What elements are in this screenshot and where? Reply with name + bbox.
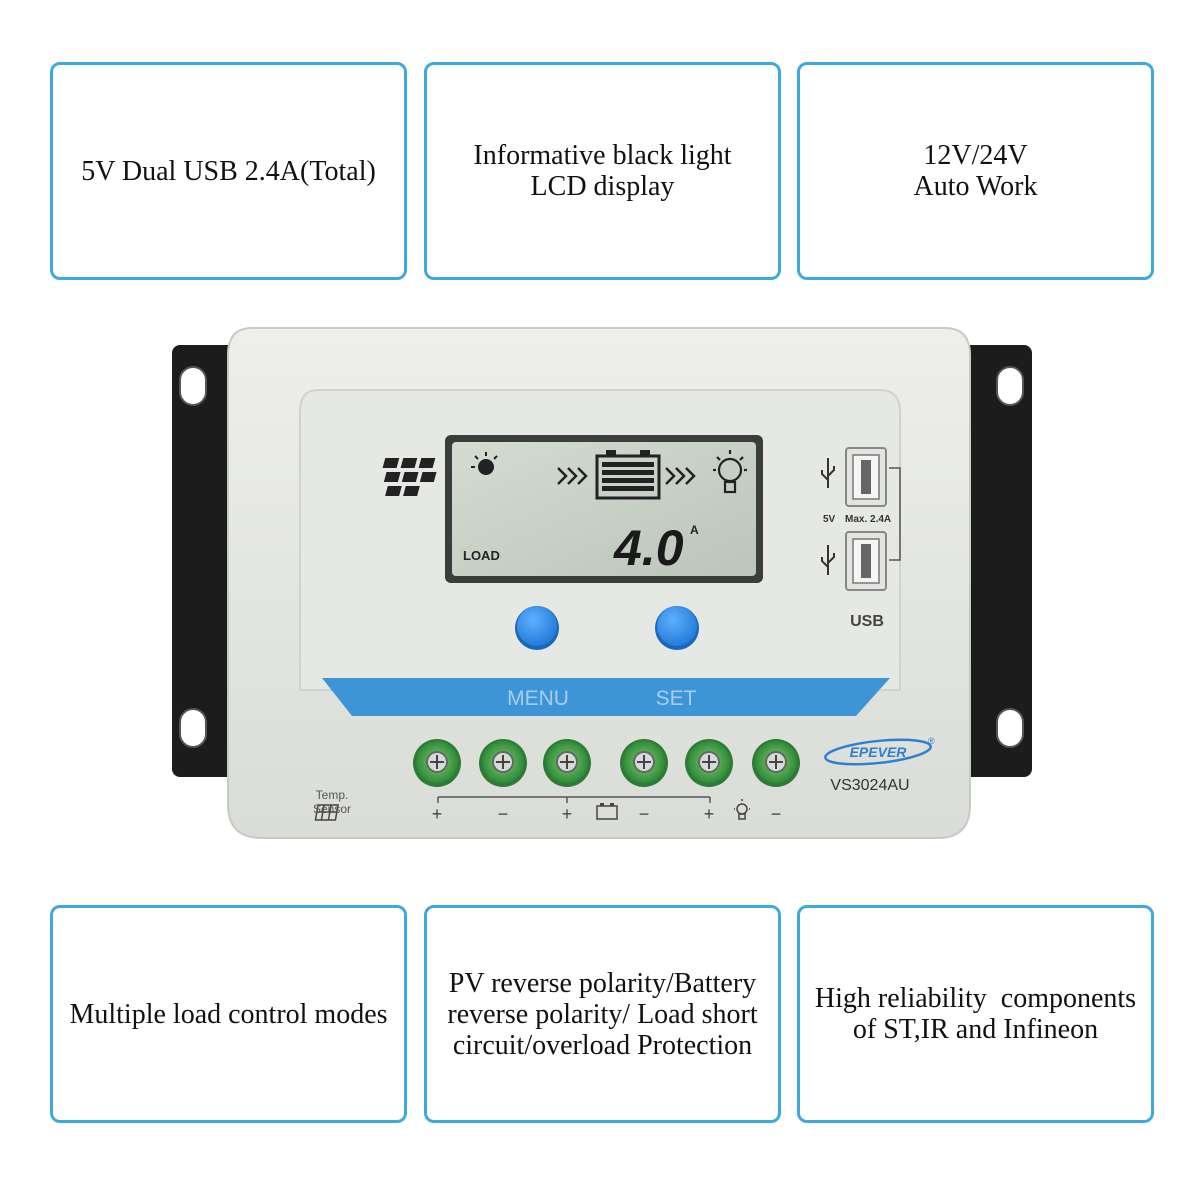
feature-line: Informative black light [473, 140, 732, 171]
terminal-sign: − [639, 804, 650, 824]
temp-sensor-label: Temp. [316, 788, 349, 802]
set-button[interactable] [655, 606, 699, 650]
feature-line: circuit/overload Protection [452, 1029, 753, 1061]
terminal-pv-plus [413, 739, 461, 787]
feature-lcd-box: Informative black light LCD display [424, 62, 781, 280]
load-arrows-icon [665, 467, 696, 485]
terminal-sign: − [771, 804, 782, 824]
menu-set-band [322, 678, 890, 716]
usb-label: USB [850, 613, 884, 630]
usb-bracket-line [889, 467, 901, 561]
feature-voltage-box: 12V/24V Auto Work [797, 62, 1154, 280]
menu-label: MENU [507, 687, 569, 710]
svg-text:®: ® [928, 736, 935, 746]
battery-small-icon [596, 803, 618, 820]
feature-components-box: High reliability components of ST,IR and… [797, 905, 1154, 1123]
usb-max-current: Max. 2.4A [845, 514, 891, 525]
left-mounting-bracket [172, 345, 244, 777]
usb-voltage: 5V [823, 514, 836, 525]
feature-line: reverse polarity/ Load short [447, 998, 758, 1030]
epever-logo: EPEVER ® [824, 736, 935, 766]
charge-arrows-icon [557, 467, 588, 485]
terminal-sign: + [432, 804, 443, 824]
feature-line: Auto Work [913, 171, 1038, 202]
feature-line: 12V/24V [923, 140, 1028, 171]
menu-button[interactable] [515, 606, 559, 650]
feature-line: 5V Dual USB 2.4A(Total) [81, 155, 376, 187]
terminal-pv-minus [479, 739, 527, 787]
set-label: SET [656, 687, 697, 710]
usb-symbol-icon [821, 545, 835, 575]
right-mounting-bracket [960, 345, 1032, 777]
lcd-value: 4.0 [613, 520, 684, 576]
solar-panel-icon [382, 458, 437, 496]
lcd-unit: A [690, 523, 699, 537]
battery-icon [595, 450, 661, 500]
bulb-small-icon [734, 799, 750, 820]
terminal-sign: − [498, 804, 509, 824]
terminal-load-minus [752, 739, 800, 787]
feature-line: Multiple load control modes [69, 998, 388, 1030]
lcd-display: LOAD 4.0 A [382, 435, 763, 583]
lcd-mode-label: LOAD [463, 548, 500, 563]
sun-icon [471, 452, 498, 475]
brand-name: EPEVER [850, 744, 908, 760]
feature-load-modes-box: Multiple load control modes [50, 905, 407, 1123]
temp-sensor-label: Sensor [313, 802, 351, 816]
usb-port-2[interactable] [845, 531, 887, 591]
feature-line: PV reverse polarity/Battery [448, 967, 757, 999]
feature-usb-box: 5V Dual USB 2.4A(Total) [50, 62, 407, 280]
feature-protection-box: PV reverse polarity/Battery reverse pola… [424, 905, 781, 1123]
bulb-icon [713, 450, 747, 494]
feature-line: of ST,IR and Infineon [852, 1014, 1099, 1045]
usb-port-1[interactable] [845, 447, 887, 507]
solar-panel-small-icon [314, 804, 339, 821]
model-number: VS3024AU [830, 777, 909, 794]
usb-symbol-icon [821, 458, 835, 488]
terminal-battery-plus [543, 739, 591, 787]
terminal-load-plus [685, 739, 733, 787]
terminal-sign: + [704, 804, 715, 824]
front-panel [299, 389, 901, 691]
feature-line: High reliability components [814, 983, 1137, 1014]
terminal-sign: + [562, 804, 573, 824]
terminal-battery-minus [620, 739, 668, 787]
feature-line: LCD display [530, 171, 675, 202]
